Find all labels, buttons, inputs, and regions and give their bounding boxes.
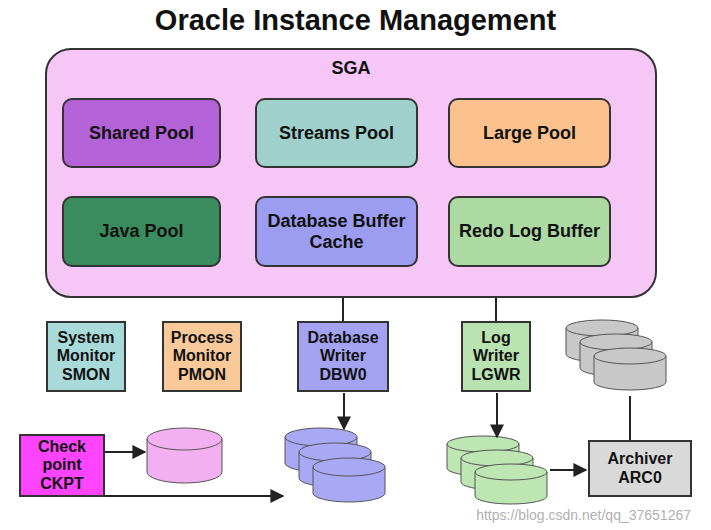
memory-pool: Database Buffer Cache	[255, 196, 418, 267]
disk-cylinder	[313, 458, 385, 502]
checkpoint-line	[105, 451, 145, 453]
node-label: SGA	[331, 58, 370, 79]
node-label: Database Buffer Cache	[263, 211, 410, 252]
node-label: Shared Pool	[89, 123, 194, 144]
process-box: Log Writer LGWR	[461, 321, 531, 392]
memory-pool: Redo Log Buffer	[448, 196, 611, 267]
node-label: Database Writer DBW0	[305, 329, 381, 384]
archive-line	[550, 469, 586, 471]
memory-pool: Large Pool	[448, 98, 611, 168]
process-box: Process Monitor PMON	[162, 321, 242, 392]
process-box: System Monitor SMON	[46, 321, 126, 392]
disk-cylinder	[475, 464, 547, 504]
write-line	[496, 393, 498, 437]
node-label: Redo Log Buffer	[459, 221, 600, 242]
diagram-title: Oracle Instance Management	[0, 4, 711, 37]
node-label: Log Writer LGWR	[469, 329, 523, 384]
node-label: System Monitor SMON	[54, 329, 118, 384]
process-box: Database Writer DBW0	[297, 321, 389, 392]
disk-cylinder	[147, 428, 222, 483]
process-box: Check point CKPT	[19, 434, 105, 497]
process-box: Archiver ARC0	[588, 440, 692, 497]
memory-pool: Shared Pool	[62, 98, 221, 168]
disk-cylinder	[594, 348, 666, 390]
node-label: Streams Pool	[279, 123, 394, 144]
node-label: Process Monitor PMON	[170, 329, 234, 384]
node-label: Check point CKPT	[27, 438, 97, 493]
checkpoint-line	[105, 495, 283, 497]
memory-pool: Java Pool	[62, 196, 221, 267]
write-line	[343, 393, 345, 429]
sga-region: SGA Shared Pool Streams Pool Large PoolJava…	[45, 48, 657, 298]
node-label: Large Pool	[483, 123, 576, 144]
node-label: Java Pool	[99, 221, 183, 242]
memory-pool: Streams Pool	[255, 98, 418, 168]
node-label: Archiver ARC0	[596, 450, 684, 487]
watermark: https://blog.csdn.net/qq_37651267	[476, 507, 691, 523]
archive-line	[629, 396, 631, 440]
